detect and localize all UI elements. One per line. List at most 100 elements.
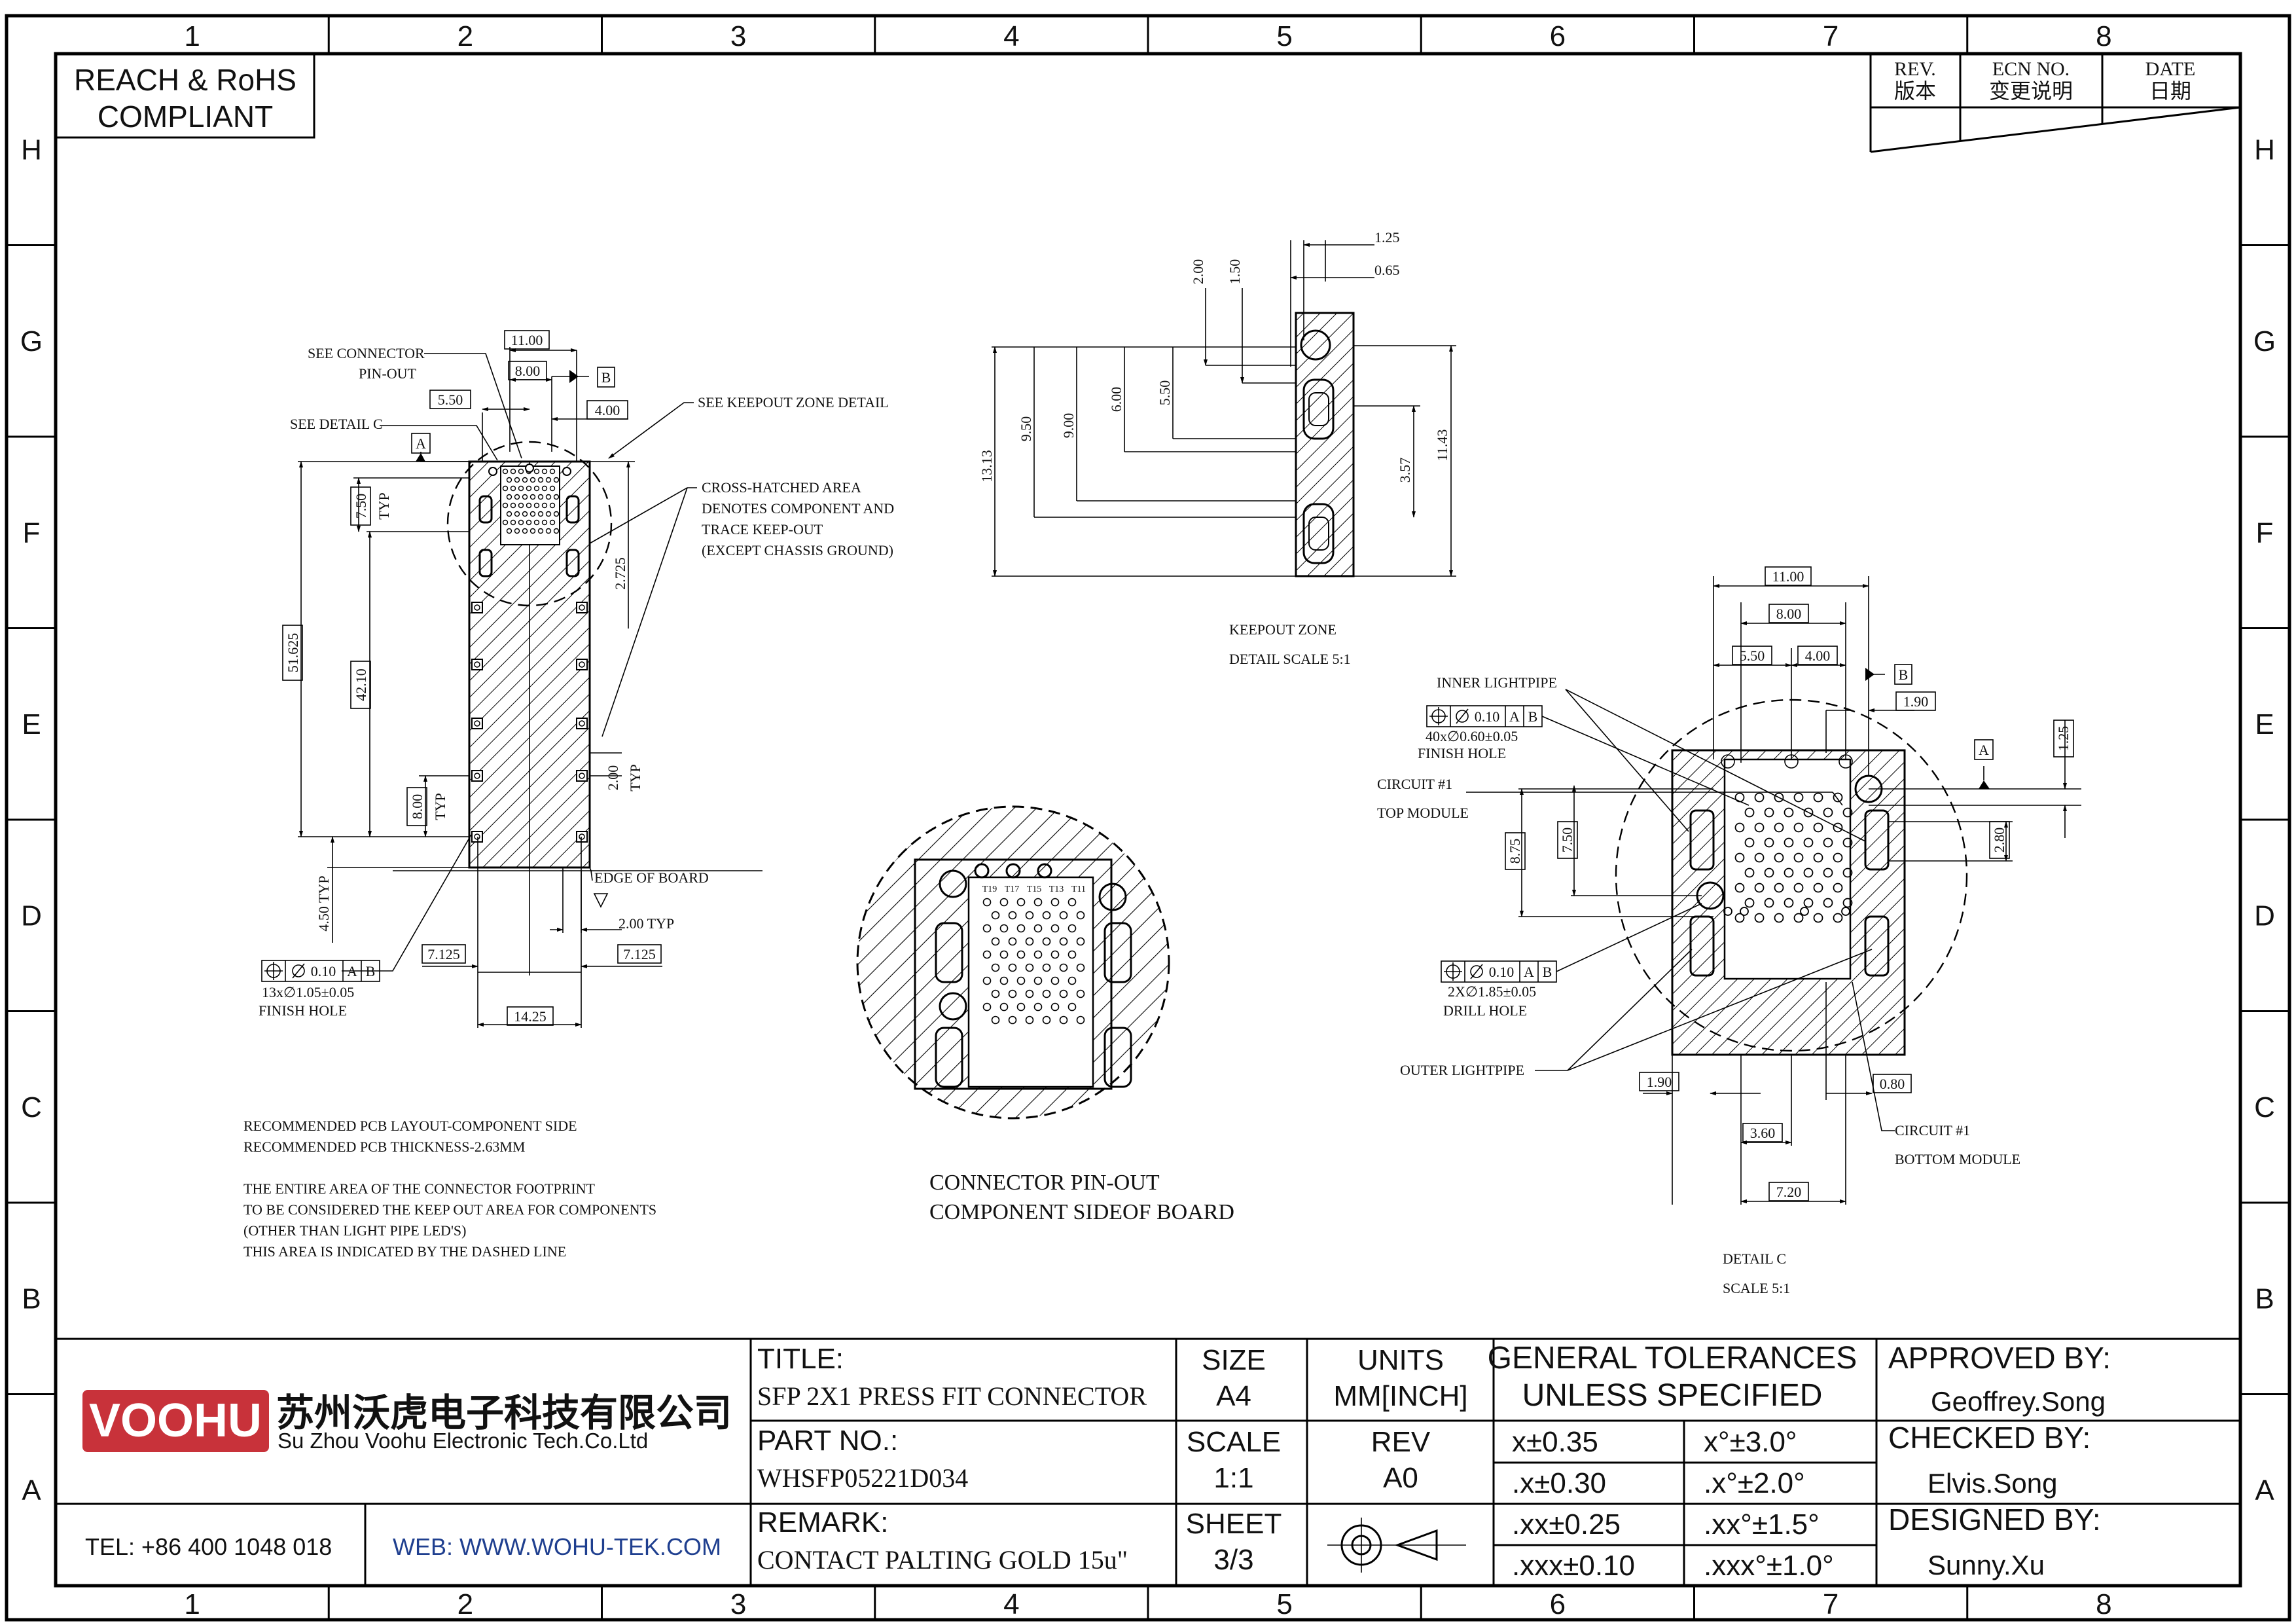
detail-tol2-value: 0.10 [1489, 964, 1515, 980]
pin-hole [549, 468, 556, 475]
pinout-contact [1042, 1015, 1051, 1025]
zone-column-label: 1 [184, 1588, 200, 1620]
pinout-contact [1076, 963, 1085, 972]
part-no-value: WHSFP05221D034 [757, 1463, 968, 1493]
detail-dim-1-90-bottom: 1.90 [1647, 1074, 1672, 1090]
see-connector-label: SEE CONNECTOR [308, 345, 425, 361]
designed-by-value: Sunny.Xu [1928, 1550, 2045, 1580]
keepout-dim-2-00: 2.00 [1190, 259, 1206, 285]
approved-by-value: Geoffrey.Song [1931, 1386, 2106, 1417]
detail-contact-hole [1744, 837, 1755, 848]
dim-7-125-right: 7.125 [623, 946, 656, 962]
tolerance-angular: .x°±2.0° [1704, 1467, 1805, 1499]
zone-column-label: 8 [2096, 1588, 2111, 1620]
detail-dim-8-00: 8.00 [1776, 606, 1802, 622]
detail-dim-3-60: 3.60 [1750, 1125, 1776, 1141]
lightpipe-slot [565, 549, 580, 577]
pinout-caption-2: COMPONENT SIDEOF BOARD [929, 1200, 1234, 1224]
see-keepout-label: SEE KEEPOUT ZONE DETAIL [698, 394, 889, 410]
hatch-note-4: (EXCEPT CHASSIS GROUND) [702, 542, 893, 558]
pinout-contact [1008, 937, 1017, 946]
detail-datum-a: A [1979, 742, 1989, 758]
scale-label: SCALE [1187, 1426, 1281, 1458]
keepout-dim-6-00: 6.00 [1108, 387, 1124, 412]
zone-row-label: H [2254, 134, 2275, 166]
detail-contact-hole [1842, 837, 1853, 848]
pinout-contact [1067, 950, 1077, 959]
scale-value: 1:1 [1213, 1462, 1253, 1494]
pinout-contact [991, 963, 1000, 972]
pin-hole [537, 528, 544, 534]
pinout-contact [982, 924, 992, 933]
detail-dim-1-25: 1.25 [2055, 726, 2072, 752]
hole-40-spec: 40x∅0.60±0.05 [1426, 728, 1518, 744]
finish-hole-label: FINISH HOLE [259, 1002, 347, 1019]
dim-8-00: 8.00 [515, 363, 541, 379]
pinout-contact [1067, 898, 1077, 907]
detail-contact-hole [1842, 867, 1853, 878]
detail-contact-hole [1764, 807, 1774, 818]
tol-datum-a: A [347, 963, 357, 979]
pinout-contact [999, 1002, 1009, 1012]
hatch-note-2: DENOTES COMPONENT AND [702, 500, 894, 517]
pin-hole [537, 477, 544, 483]
pin-hole [533, 485, 540, 492]
dim-typ-2: TYP [627, 764, 643, 792]
zone-column-label: 3 [730, 20, 746, 52]
pinout-contact [1059, 989, 1068, 998]
checked-by-label: CHECKED BY: [1888, 1421, 2090, 1455]
pcb-side-holes [471, 464, 588, 843]
date-header: DATE [2145, 58, 2196, 80]
pin-hole [526, 485, 532, 492]
keepout-dim-9-50: 9.50 [1018, 416, 1034, 442]
pin-hole [545, 494, 552, 500]
size-value: A4 [1216, 1380, 1251, 1412]
detail-tol1-b: B [1528, 708, 1538, 725]
note-2: RECOMMENDED PCB THICKNESS-2.63MM [243, 1139, 525, 1155]
dim-2-00-typ: 2.00 TYP [619, 915, 674, 932]
dim-typ-3: TYP [432, 793, 448, 820]
detail-contact-hole [1803, 837, 1814, 848]
pinout-contact [1008, 911, 1017, 920]
detail-contact-hole [1841, 907, 1850, 916]
detail-tol2-a: A [1524, 964, 1534, 980]
detail-contact-hole [1833, 792, 1843, 803]
pin-hole [518, 502, 524, 509]
press-fit-hole [471, 602, 483, 613]
dim-42-10: 42.10 [353, 668, 369, 701]
pinout-contact [1033, 976, 1043, 985]
detail-contact-hole [1774, 913, 1784, 923]
zone-column-label: 3 [730, 1588, 746, 1620]
detail-contact-hole [1754, 883, 1765, 893]
compliance-line2: COMPLIANT [98, 100, 273, 134]
brand-logo: VOOHU [89, 1395, 262, 1447]
pinout-contact [1059, 911, 1068, 920]
pin-hole [545, 511, 552, 517]
circuit-top-1: CIRCUIT #1 [1377, 776, 1452, 792]
detail-datum-b: B [1899, 666, 1909, 683]
pinout-contact [1059, 963, 1068, 972]
keepout-scale: DETAIL SCALE 5:1 [1229, 651, 1351, 667]
drill-hole-label: DRILL HOLE [1443, 1002, 1527, 1019]
company-name-en: Su Zhou Voohu Electronic Tech.Co.Ltd [278, 1429, 648, 1453]
detail-c-scale: SCALE 5:1 [1723, 1280, 1790, 1296]
pinout-contact [1059, 937, 1068, 946]
pin-hole [518, 519, 524, 526]
pcb-layout-view: 11.00 8.00 5.50 4.00 B A SEE CONNECTOR P… [259, 330, 894, 1028]
note-3: THE ENTIRE AREA OF THE CONNECTOR FOOTPRI… [243, 1180, 596, 1197]
detail-contact-hole [1833, 913, 1843, 923]
detail-dim-7-50: 7.50 [1559, 828, 1575, 853]
pinout-contact [1067, 1002, 1077, 1012]
detail-contact-hole [1774, 792, 1784, 803]
detail-contact-hole [1793, 883, 1804, 893]
pin-label: T13 [1049, 884, 1064, 894]
keepout-zone-view: 1.25 0.65 2.00 1.50 13.13 9.50 9.00 6.00… [978, 229, 1456, 667]
pin-hole [526, 519, 532, 526]
detail-contact-hole [1744, 898, 1755, 908]
detail-dim-1-90-top: 1.90 [1903, 693, 1929, 710]
detail-dim-8-75: 8.75 [1507, 839, 1523, 864]
tolerance-angular: x°±3.0° [1704, 1426, 1797, 1458]
detail-contact-hole [1764, 837, 1774, 848]
